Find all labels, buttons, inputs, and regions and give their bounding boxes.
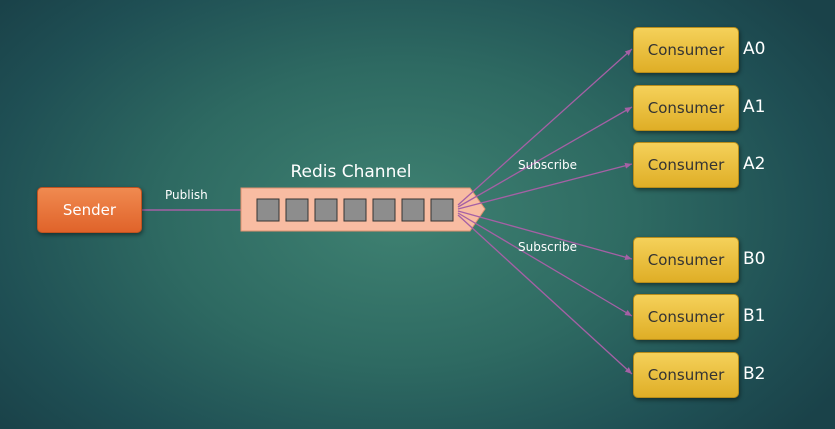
subscribe-arrow (457, 212, 633, 317)
channel-slot (401, 198, 425, 222)
consumer-label: Consumer (647, 156, 725, 174)
publish-label: Publish (165, 188, 208, 202)
consumer-box-b2: Consumer (633, 352, 739, 398)
channel-title: Redis Channel (290, 162, 412, 182)
channel-slot (314, 198, 338, 222)
consumer-box-a1: Consumer (633, 85, 739, 131)
channel-slot (285, 198, 309, 222)
subscribe-label-a: Subscribe (518, 158, 577, 172)
consumer-id-a2: A2 (743, 154, 766, 174)
consumer-id-b0: B0 (743, 249, 766, 269)
consumer-id-a0: A0 (743, 39, 766, 59)
channel-slot (343, 198, 367, 222)
consumer-label: Consumer (647, 308, 725, 326)
subscribe-arrow (457, 106, 633, 208)
channel-slot (256, 198, 280, 222)
subscribe-arrow (457, 162, 633, 210)
channel-slots (256, 198, 454, 222)
subscribe-arrows (457, 48, 633, 375)
sender-label: Sender (62, 201, 117, 219)
subscribe-arrow (457, 214, 633, 375)
consumer-box-a0: Consumer (633, 27, 739, 73)
consumer-id-b1: B1 (743, 306, 766, 326)
subscribe-arrow (457, 48, 633, 206)
consumer-label: Consumer (647, 41, 725, 59)
subscribe-label-b: Subscribe (518, 240, 577, 254)
consumer-box-b0: Consumer (633, 237, 739, 283)
consumer-id-b2: B2 (743, 364, 766, 384)
consumer-label: Consumer (647, 99, 725, 117)
consumer-box-b1: Consumer (633, 294, 739, 340)
consumer-id-a1: A1 (743, 97, 766, 117)
subscribe-arrow (457, 210, 633, 261)
sender-box: Sender (37, 187, 142, 233)
consumer-label: Consumer (647, 366, 725, 384)
consumer-box-a2: Consumer (633, 142, 739, 188)
channel-slot (372, 198, 396, 222)
channel-slot (430, 198, 454, 222)
consumer-label: Consumer (647, 251, 725, 269)
